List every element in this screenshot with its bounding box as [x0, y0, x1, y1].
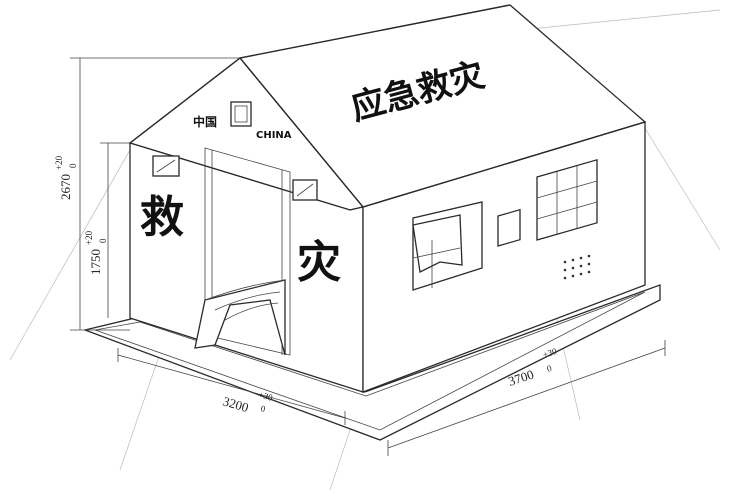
- dim-wall-height-tol2: 0: [98, 238, 108, 243]
- dim-total-height-tol2: 0: [68, 163, 78, 168]
- front-char-left: 救: [140, 192, 184, 243]
- front-window-left-hatch: [156, 159, 176, 173]
- side-window-grid: [536, 158, 598, 241]
- gable-edge-right: [239, 57, 364, 208]
- side-window-flap-rolled: [412, 214, 463, 273]
- roof-ridge: [239, 4, 511, 59]
- front-char-right: 灾: [297, 237, 341, 288]
- dim-wall-height-tol: +20: [84, 230, 94, 245]
- door-frame: [204, 147, 291, 356]
- dimension-total-height: 2670 +20 0: [54, 57, 240, 331]
- dim-width-value: 3200: [221, 393, 250, 415]
- dim-wall-height-value: 1750: [88, 249, 103, 275]
- door-flap: [194, 279, 286, 356]
- side-wall-dot-vent: [563, 254, 591, 280]
- dim-width-tol: +30: [257, 389, 274, 403]
- dim-width-tol2: 0: [259, 403, 267, 414]
- gable-label-right: CHINA: [256, 130, 292, 141]
- gable-vent: [230, 101, 252, 127]
- gable-edge-left: [129, 57, 241, 144]
- side-window-flap-grid: [412, 240, 461, 288]
- gable-vent-inner: [234, 105, 248, 123]
- side-vent: [497, 208, 521, 247]
- gable-label-left: 中国: [193, 114, 217, 129]
- front-window-right-hatch: [296, 183, 314, 197]
- door-flap-curl: [204, 279, 286, 321]
- dim-total-height-value: 2670: [58, 174, 73, 200]
- eave-line: [362, 121, 646, 208]
- dimension-wall-height: 1750 +20 0: [84, 142, 130, 318]
- side-window-panes: [536, 166, 598, 235]
- dim-length-tol2: 0: [546, 363, 554, 374]
- dim-length-tol: +30: [542, 346, 559, 360]
- dim-total-height-tol: +20: [54, 155, 64, 170]
- ground-base-outline: [93, 291, 646, 431]
- dimension-width: 3200 +30 0: [117, 348, 346, 425]
